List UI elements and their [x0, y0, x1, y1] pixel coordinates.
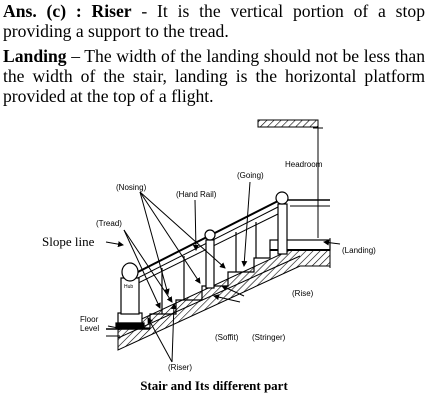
landing-paragraph: Landing – The width of the landing shoul… — [3, 46, 425, 106]
top-newel — [275, 191, 289, 255]
stair-diagram: Hub Headroom (Going) (Nosing) (Hand Rail… — [42, 119, 376, 372]
nosing-label: (Nosing) — [116, 183, 147, 192]
headroom-label: Headroom — [285, 160, 323, 169]
going-label: (Going) — [237, 171, 264, 180]
stringer — [117, 249, 331, 351]
landing-term: Landing — [3, 46, 67, 66]
landing-definition: – The width of the landing should not be… — [3, 46, 425, 106]
ceiling-block — [257, 119, 319, 128]
hand-rail-label: (Hand Rail) — [176, 190, 217, 199]
rise-label: (Rise) — [292, 289, 314, 298]
bottom-newel — [115, 262, 145, 329]
figure-caption: Stair and Its different part — [140, 378, 288, 393]
newel-mark: Hub — [124, 284, 133, 290]
riser-answer-paragraph: Ans. (c) : Riser - It is the vertical po… — [3, 1, 425, 41]
hand-rail — [125, 199, 281, 279]
tread-label: (Tread) — [96, 219, 122, 228]
floor-label: Floor — [80, 315, 99, 324]
riser-label: (Riser) — [168, 363, 192, 372]
riser-definition: - It is the vertical portion of a stop p… — [3, 1, 425, 41]
slope-line-label: Slope line — [42, 234, 95, 249]
level-label: Level — [80, 324, 99, 333]
middle-newel — [204, 229, 216, 289]
landing-label: (Landing) — [342, 246, 376, 255]
stringer-label: (Stringer) — [252, 333, 286, 342]
answer-prefix: Ans. (c) : Riser — [3, 1, 132, 21]
slope-line — [123, 213, 279, 291]
soffit-label: (Soffit) — [215, 333, 239, 342]
